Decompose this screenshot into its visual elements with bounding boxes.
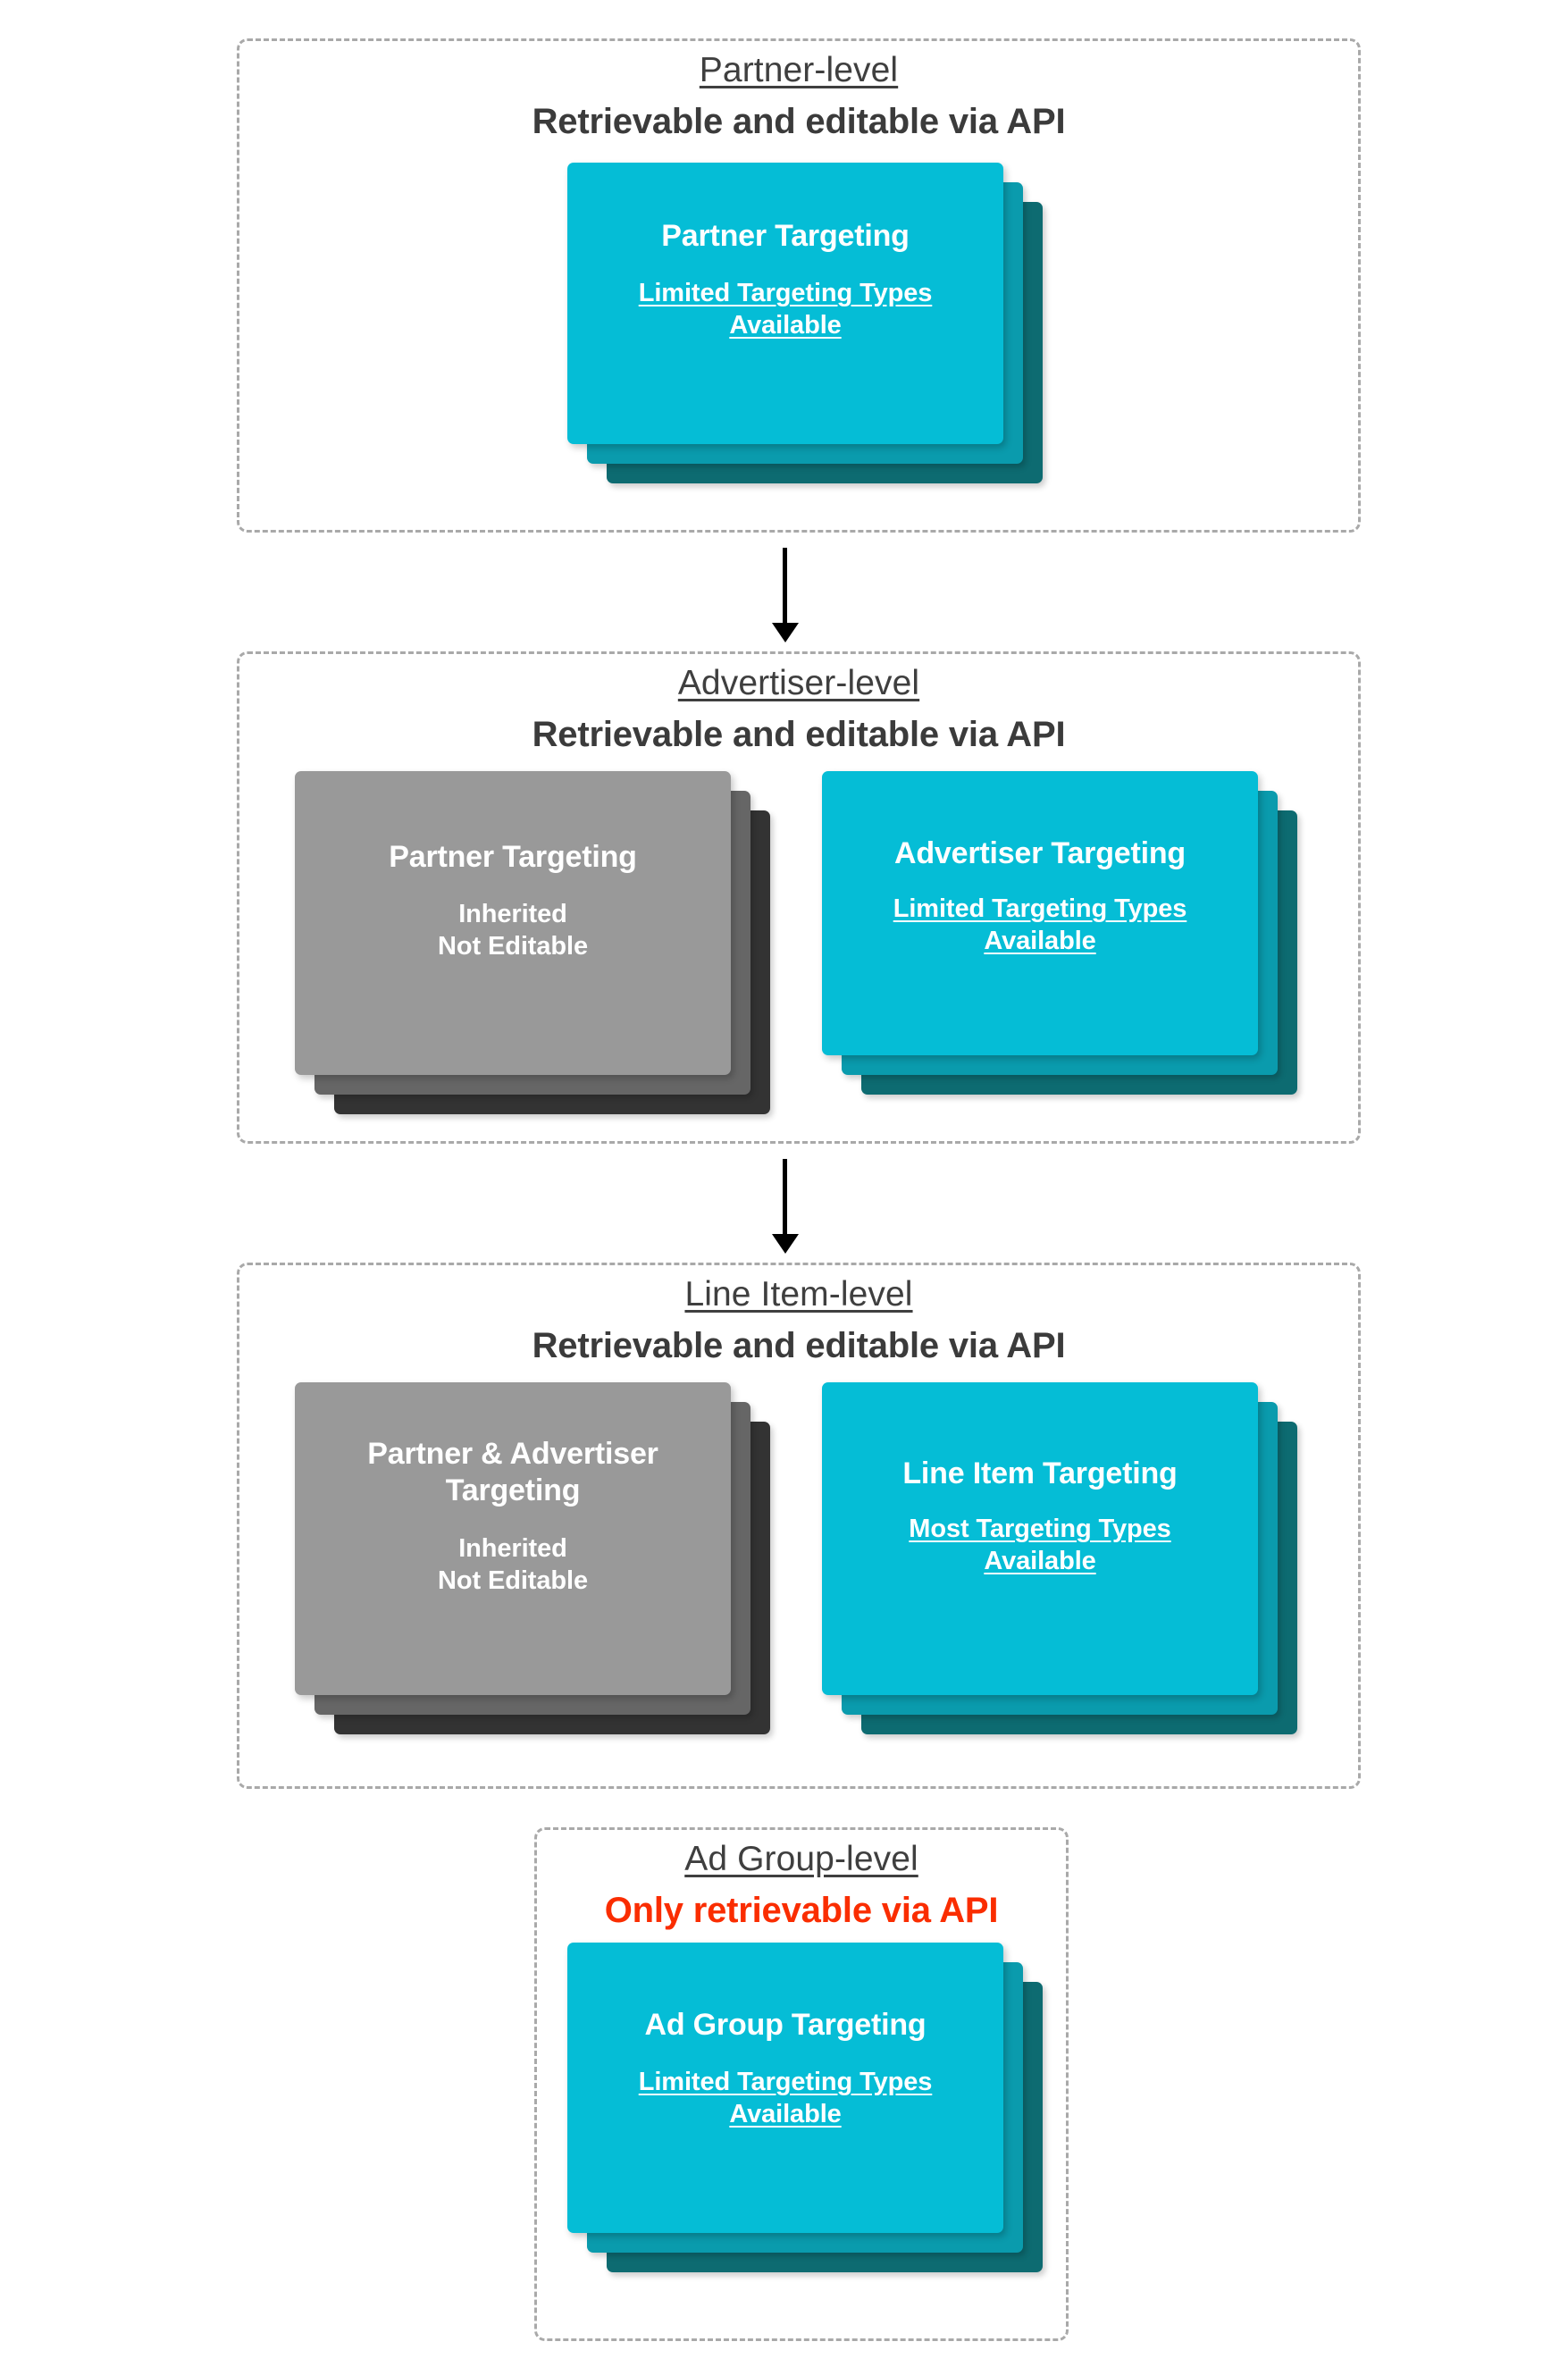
level-heading-advertiser: Advertiser-level Retrievable and editabl… xyxy=(237,661,1361,758)
level-heading-partner: Partner-level Retrievable and editable v… xyxy=(237,48,1361,145)
card-subtitle: Limited Targeting Types Available xyxy=(893,894,1187,956)
card-layer-front[interactable]: Advertiser Targeting Limited Targeting T… xyxy=(822,771,1258,1055)
card-title: Ad Group Targeting xyxy=(644,2008,927,2042)
card-stack-advertiser-targeting[interactable]: Advertiser Targeting Limited Targeting T… xyxy=(822,771,1297,1120)
level-heading-line-item: Line Item-level Retrievable and editable… xyxy=(237,1272,1361,1369)
card-title: Advertiser Targeting xyxy=(893,836,1186,870)
card-title: Partner Targeting xyxy=(389,840,637,874)
card-layer-front[interactable]: Partner Targeting Inherited Not Editable xyxy=(295,771,731,1075)
card-title: Line Item Targeting xyxy=(902,1456,1178,1490)
card-subtitle: Limited Targeting Types Available xyxy=(638,2068,933,2129)
card-layer-front[interactable]: Partner & Advertiser Targeting Inherited… xyxy=(295,1382,731,1695)
level-status-line-item: Retrievable and editable via API xyxy=(532,1325,1066,1365)
level-status-partner: Retrievable and editable via API xyxy=(532,101,1066,141)
card-stack-line-item-inherited[interactable]: Partner & Advertiser Targeting Inherited… xyxy=(295,1382,770,1740)
level-status-advertiser: Retrievable and editable via API xyxy=(532,714,1066,754)
card-stack-advertiser-inherited-partner[interactable]: Partner Targeting Inherited Not Editable xyxy=(295,771,770,1120)
card-title: Partner & Advertiser Targeting xyxy=(367,1437,658,1508)
level-title-ad-group: Ad Group-level xyxy=(684,1840,918,1878)
connector-advertiser-to-line-item xyxy=(783,1159,787,1235)
level-box-partner xyxy=(237,38,1361,533)
level-heading-ad-group: Ad Group-level Only retrievable via API xyxy=(534,1837,1069,1934)
card-title: Partner Targeting xyxy=(661,219,910,253)
card-subtitle: Limited Targeting Types Available xyxy=(638,279,933,340)
level-box-line-item xyxy=(237,1263,1361,1789)
level-title-partner: Partner-level xyxy=(699,51,899,89)
card-subtitle: Most Targeting Types Available xyxy=(909,1515,1171,1576)
card-layer-front[interactable]: Partner Targeting Limited Targeting Type… xyxy=(567,163,1003,444)
card-layer-front[interactable]: Line Item Targeting Most Targeting Types… xyxy=(822,1382,1258,1695)
level-status-ad-group: Only retrievable via API xyxy=(604,1890,999,1930)
level-title-advertiser: Advertiser-level xyxy=(677,664,920,702)
card-subtitle: Inherited Not Editable xyxy=(438,900,588,961)
card-subtitle: Inherited Not Editable xyxy=(438,1533,588,1595)
card-stack-ad-group-targetting[interactable]: Ad Group Targeting Limited Targeting Typ… xyxy=(567,1943,1043,2282)
card-stack-line-item-targeting[interactable]: Line Item Targeting Most Targeting Types… xyxy=(822,1382,1297,1740)
connector-partner-to-advertiser xyxy=(783,548,787,624)
level-box-advertiser xyxy=(237,651,1361,1144)
level-box-ad-group xyxy=(534,1827,1069,2341)
level-title-line-item: Line Item-level xyxy=(684,1275,913,1314)
card-stack-partner-targeting[interactable]: Partner Targeting Limited Targeting Type… xyxy=(567,163,1043,489)
card-layer-front[interactable]: Ad Group Targeting Limited Targeting Typ… xyxy=(567,1943,1003,2233)
